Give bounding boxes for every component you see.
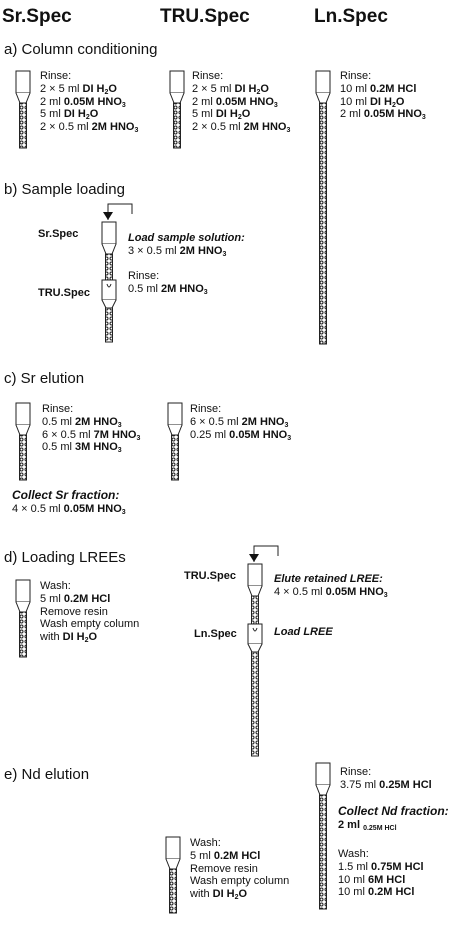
collect-sr-title: Collect Sr fraction: <box>12 488 120 502</box>
reagent-line: 5 ml 0.2M HCl <box>40 593 111 605</box>
reagent-line: 3.75 ml 0.25M HCl <box>340 779 432 791</box>
b-sr-spec-label: Sr.Spec <box>38 228 79 240</box>
collect-nd-line: 2 ml 0.25M HCl <box>338 819 397 832</box>
reagent-line: 10 ml DI H2O <box>340 95 405 109</box>
b-tru-spec-label: TRU.Spec <box>38 287 90 299</box>
stacked-columns-b <box>101 203 133 343</box>
reagent-line: 10 ml 0.2M HCl <box>338 886 415 899</box>
e-wash-mid-label: Wash: <box>190 837 221 849</box>
sr-spec-column-e <box>165 836 181 914</box>
sr-rinse-label: Rinse: <box>40 70 72 82</box>
header-tru-spec: TRU.Spec <box>160 6 250 27</box>
reagent-line: Wash empty column <box>190 875 290 888</box>
reagent-line: 2 × 5 ml DI H2O <box>192 83 269 96</box>
sr-spec-column-a <box>15 70 31 149</box>
reagent-line: 5 ml DI H2O <box>192 108 251 122</box>
reagent-line: 0.25 ml 0.05M HNO3 <box>190 428 292 442</box>
collect-nd-title: Collect Nd fraction: <box>338 804 449 818</box>
reagent-line: 0.5 ml 2M HNO3 <box>128 283 208 296</box>
reagent-line: Remove resin <box>40 605 108 618</box>
reagent-line: with DI H2O <box>40 630 98 644</box>
reagent-line: 2 ml 0.05M HNO3 <box>340 108 426 122</box>
sr-spec-column-c <box>15 402 31 481</box>
c-tru-rinse-label: Rinse: <box>190 403 222 415</box>
reagent-line: Remove resin <box>190 862 258 875</box>
reagent-line: 4 × 0.5 ml 0.05M HNO3 <box>12 503 126 516</box>
ln-spec-column-a <box>315 70 331 345</box>
c-sr-rinse-label: Rinse: <box>42 403 74 415</box>
reagent-line: 1.5 ml 0.75M HCl <box>338 861 424 873</box>
reagent-line: 2 ml 0.05M HNO3 <box>192 95 278 109</box>
e-rinse-line: 3.75 ml 0.25M HCl <box>340 779 432 792</box>
tru-spec-column-c <box>167 402 183 481</box>
d-ln-spec-label: Ln.Spec <box>194 628 237 640</box>
d-wash-label: Wash: <box>40 580 71 592</box>
ln-spec-column-e <box>315 762 331 910</box>
reagent-line: with DI H2O <box>190 887 248 901</box>
header-sr-spec: Sr.Spec <box>2 6 72 27</box>
sr-spec-column-d <box>15 579 31 658</box>
reagent-line: 2 ml 0.05M HNO3 <box>40 95 126 109</box>
reagent-line: 5 ml DI H2O <box>40 108 99 122</box>
reagent-line: 10 ml 0.2M HCl <box>340 83 417 95</box>
reagent-line: 10 ml 6M HCl <box>338 873 406 886</box>
collect-sr-line: 4 × 0.5 ml 0.05M HNO3 <box>12 503 126 516</box>
reagent-line: 6 × 0.5 ml 7M HNO3 <box>42 428 141 442</box>
reagent-line: 5 ml 0.2M HCl <box>190 850 261 862</box>
ln-rinse-label: Rinse: <box>340 70 372 82</box>
section-d-title: d) Loading LREEs <box>4 549 126 566</box>
header-ln-spec: Ln.Spec <box>314 6 388 27</box>
section-c-title: c) Sr elution <box>4 370 85 387</box>
b-rinse-label: Rinse: <box>128 270 160 282</box>
reagent-line: 2 × 0.5 ml 2M HNO3 <box>192 120 291 134</box>
section-e-title: e) Nd elution <box>4 766 90 783</box>
reagent-line: 4 × 0.5 ml 0.05M HNO3 <box>274 586 388 599</box>
reagent-line: 2 × 5 ml DI H2O <box>40 83 117 96</box>
tru-rinse-label: Rinse: <box>192 70 224 82</box>
e-wash-right-label: Wash: <box>338 848 369 860</box>
d-tru-spec-label: TRU.Spec <box>184 570 236 582</box>
reagent-line: 2 × 0.5 ml 2M HNO3 <box>40 120 139 134</box>
b-rinse-line: 0.5 ml 2M HNO3 <box>128 283 208 296</box>
stacked-columns-d <box>247 545 279 757</box>
reagent-line: 0.5 ml 2M HNO3 <box>42 416 122 429</box>
arrow-down-icon <box>249 554 259 562</box>
load-sample-title: Load sample solution: <box>128 232 245 244</box>
elute-lree-title: Elute retained LREE: <box>274 573 383 585</box>
load-lree-title: Load LREE <box>274 626 333 638</box>
tru-spec-column-a <box>169 70 185 149</box>
reagent-line: Wash empty column <box>40 618 140 631</box>
reagent-line: 2 ml 0.25M HCl <box>338 819 397 832</box>
reagent-line: 3 × 0.5 ml 2M HNO3 <box>128 245 227 258</box>
reagent-line: 0.5 ml 3M HNO3 <box>42 441 122 455</box>
e-rinse-label: Rinse: <box>340 766 372 778</box>
section-b-title: b) Sample loading <box>4 181 125 198</box>
reagent-line: 6 × 0.5 ml 2M HNO3 <box>190 416 289 429</box>
load-sample-line: 3 × 0.5 ml 2M HNO3 <box>128 245 226 258</box>
section-a-title: a) Column conditioning <box>4 41 158 58</box>
arrow-down-icon <box>103 212 113 220</box>
elute-lree-line: 4 × 0.5 ml 0.05M HNO3 <box>274 586 388 599</box>
